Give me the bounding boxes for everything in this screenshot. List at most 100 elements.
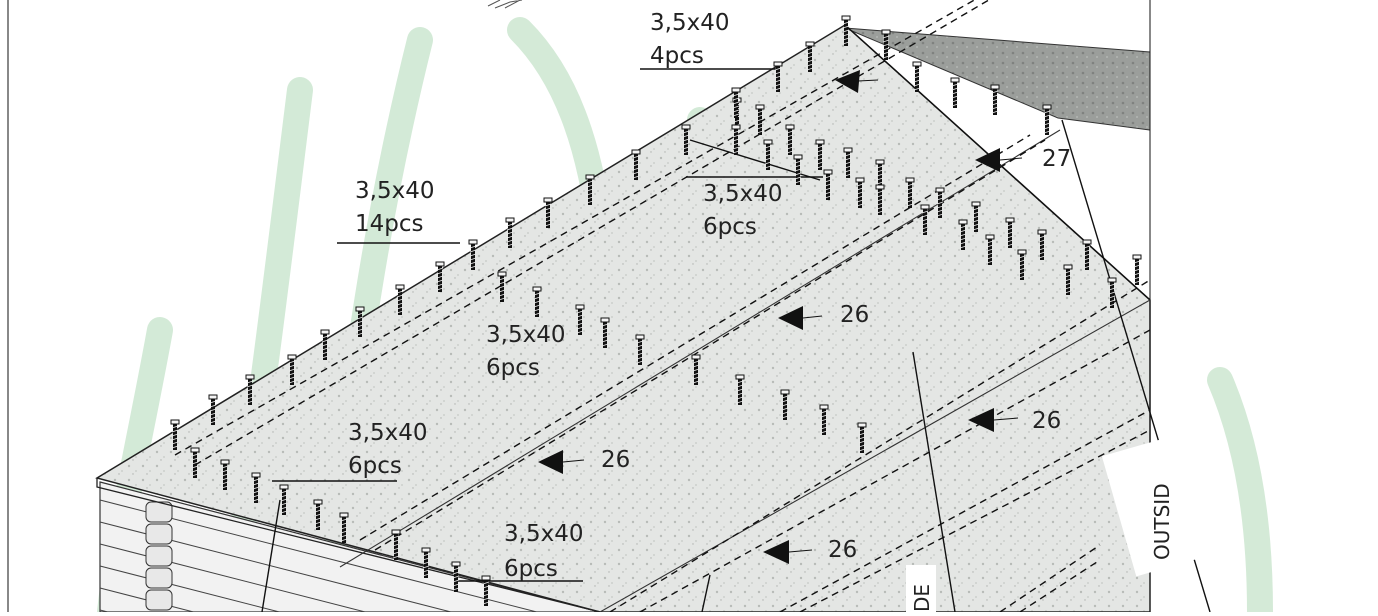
screw-icon (395, 284, 405, 315)
part-number-27: 27 (1042, 146, 1072, 172)
screw-icon (881, 29, 891, 60)
screw-icon (287, 354, 297, 385)
screw-icon (1017, 249, 1027, 280)
screw-icon (990, 84, 1000, 115)
screw-icon (920, 204, 930, 235)
screw-icon (958, 219, 968, 250)
screw-icon (785, 124, 795, 155)
screw-icon (985, 234, 995, 265)
inside-label-box (906, 565, 936, 616)
screw-label-size-6: 3,5x40 (504, 521, 584, 547)
arrow-26-c (968, 408, 994, 432)
screw-icon (681, 124, 691, 155)
screw-icon (481, 575, 491, 606)
hardware-sketch (487, 0, 523, 9)
screw-label-count-4: 6pcs (486, 355, 540, 381)
screw-icon (1082, 239, 1092, 270)
screw-label-count-6: 6pcs (504, 556, 558, 582)
screw-label-size-4: 3,5x40 (486, 322, 566, 348)
screw-icon (843, 147, 853, 178)
screw-icon (905, 177, 915, 208)
screw-label-size-3: 3,5x40 (703, 181, 783, 207)
screw-icon (935, 187, 945, 218)
screw-icon (735, 374, 745, 405)
screw-icon (251, 472, 261, 503)
screw-icon (793, 154, 803, 185)
screw-icon (451, 561, 461, 592)
part-arrows (538, 70, 1023, 564)
screw-icon (543, 197, 553, 228)
screw-icon (912, 61, 922, 92)
screw-icon (421, 547, 431, 578)
screw-icon (731, 87, 741, 118)
screw-icon (585, 174, 595, 205)
arrow-27 (975, 148, 1000, 172)
screw-icon (950, 77, 960, 108)
screw-label-size-1: 3,5x40 (650, 10, 730, 36)
screws (170, 15, 1142, 606)
arrow-27-top (835, 70, 860, 93)
screw-icon (208, 394, 218, 425)
screw-icon (505, 217, 515, 248)
screw-icon (635, 334, 645, 365)
screw-icon (857, 422, 867, 453)
screw-icon (805, 41, 815, 72)
screw-label-count-2: 14pcs (355, 211, 424, 237)
screw-icon (1132, 254, 1142, 285)
screw-icon (313, 499, 323, 530)
screw-icon (1042, 104, 1052, 135)
screw-icon (875, 184, 885, 215)
screw-icon (631, 149, 641, 180)
screw-icon (435, 261, 445, 292)
screw-icon (279, 484, 289, 515)
screw-icon (875, 159, 885, 190)
screw-icon (780, 389, 790, 420)
screw-icon (731, 124, 741, 155)
screw-label-count-3: 6pcs (703, 214, 757, 240)
arrow-26-a (778, 306, 803, 330)
outside-label: OUTSID (1150, 483, 1174, 560)
screw-icon (170, 419, 180, 450)
screw-icon (855, 177, 865, 208)
screw-icon (339, 512, 349, 543)
screw-icon (971, 201, 981, 232)
screw-icon (1063, 264, 1073, 295)
screw-icon (497, 271, 507, 302)
screw-label-size-5: 3,5x40 (348, 420, 428, 446)
screw-icon (575, 304, 585, 335)
screw-label-count-1: 4pcs (650, 43, 704, 69)
screw-icon (823, 169, 833, 200)
screw-icon (220, 459, 230, 490)
part-number-26-c: 26 (1032, 408, 1062, 434)
log-wall (99, 481, 601, 616)
screw-icon (320, 329, 330, 360)
screw-label-count-5: 6pcs (348, 453, 402, 479)
arrow-26-d (763, 540, 789, 564)
screw-icon (841, 15, 851, 46)
screw-icon (355, 306, 365, 337)
screw-icon (691, 354, 701, 385)
part-number-26-a: 26 (840, 302, 870, 328)
screw-icon (755, 104, 765, 135)
screw-icon (1107, 277, 1117, 308)
part-number-26-b: 26 (601, 447, 631, 473)
screw-icon (532, 286, 542, 317)
screw-icon (468, 239, 478, 270)
screw-icon (391, 529, 401, 560)
part-number-26-d: 26 (828, 537, 858, 563)
arrow-26-b (538, 450, 563, 474)
outside-label-box (1101, 438, 1199, 577)
screw-icon (190, 447, 200, 478)
screw-icon (763, 139, 773, 170)
screw-icon (245, 374, 255, 405)
screw-icon (1005, 217, 1015, 248)
screw-icon (819, 404, 829, 435)
screw-icon (600, 317, 610, 348)
inside-label: DE (910, 583, 934, 612)
screw-icon (1037, 229, 1047, 260)
screw-icon (773, 61, 783, 92)
screw-label-size-2: 3,5x40 (355, 178, 435, 204)
screw-icon (815, 139, 825, 170)
